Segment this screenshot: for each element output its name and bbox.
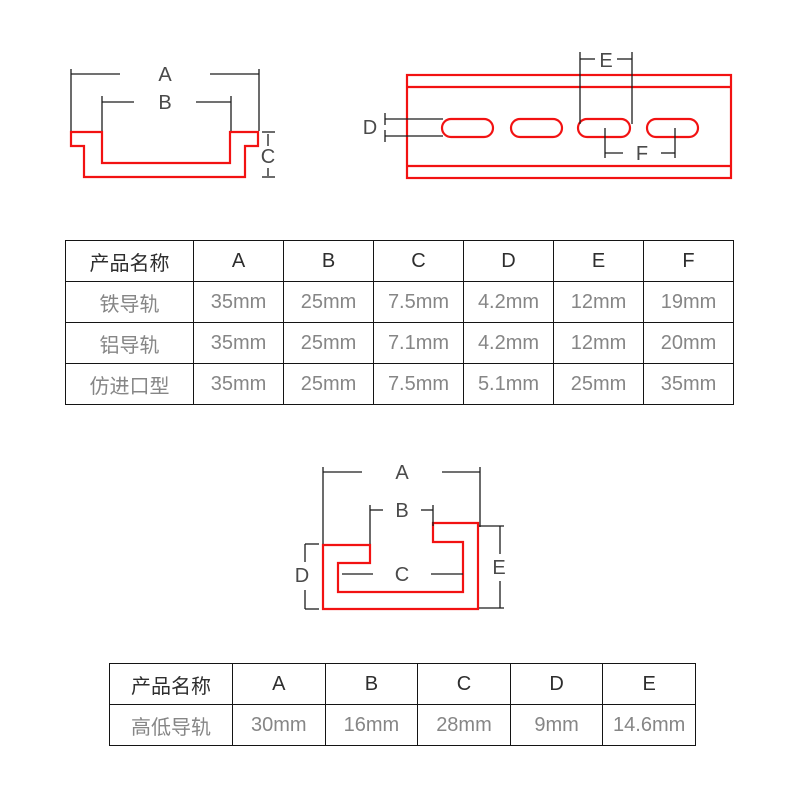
- dimension-a: [322, 467, 481, 544]
- dimension-a: [70, 69, 260, 131]
- dimension-f-label: F: [636, 143, 648, 165]
- high-low-spec-table: 产品名称 A B C D E 高低导轨 30mm 16mm 28mm 9mm 1…: [109, 663, 696, 746]
- dimension-b-label: B: [158, 92, 171, 114]
- header-c: C: [417, 663, 511, 705]
- din-rail-cross-section-diagram: A B C: [69, 64, 275, 179]
- dimension-e-label: E: [492, 557, 505, 579]
- cell-value: 28mm: [417, 704, 511, 746]
- header-d: D: [463, 240, 554, 282]
- cell-value: 9mm: [509, 704, 604, 746]
- dimension-c: [262, 131, 275, 178]
- dimension-b-label: B: [395, 500, 408, 522]
- cell-value: 25mm: [553, 363, 644, 405]
- dimension-e: [579, 52, 633, 124]
- rail-profile-outline: [69, 130, 260, 179]
- header-b: B: [324, 663, 419, 705]
- header-product-name: 产品名称: [109, 663, 233, 705]
- cell-value: 25mm: [283, 281, 374, 323]
- table-row: 仿进口型 35mm 25mm 7.5mm 5.1mm 25mm 35mm: [65, 363, 734, 405]
- cell-value: 25mm: [283, 322, 374, 364]
- cell-product: 高低导轨: [109, 704, 233, 746]
- dimension-d: [384, 113, 443, 142]
- cell-value: 16mm: [324, 704, 419, 746]
- cell-product: 仿进口型: [65, 363, 194, 405]
- high-low-profile-outline: [321, 521, 480, 611]
- table-header-row: 产品名称 A B C D E F: [65, 240, 734, 282]
- cell-value: 7.5mm: [373, 281, 464, 323]
- cell-value: 20mm: [643, 322, 734, 364]
- header-a: A: [193, 240, 284, 282]
- high-low-rail-cross-section-diagram: A B C D E: [295, 462, 506, 611]
- cell-product: 铁导轨: [65, 281, 194, 323]
- header-b: B: [283, 240, 374, 282]
- rail-spec-table: 产品名称 A B C D E F 铁导轨 35mm 25mm 7.5mm 4.2…: [65, 240, 734, 405]
- dimension-f: [604, 128, 676, 158]
- header-e: E: [602, 663, 696, 705]
- cell-value: 12mm: [553, 322, 644, 364]
- cell-value: 35mm: [193, 322, 284, 364]
- table-header-row: 产品名称 A B C D E: [109, 663, 696, 705]
- cell-value: 7.1mm: [373, 322, 464, 364]
- dimension-e: [479, 525, 504, 609]
- header-a: A: [232, 663, 326, 705]
- cell-value: 4.2mm: [463, 322, 554, 364]
- dimension-b: [101, 96, 232, 131]
- dimension-d-label: D: [363, 117, 377, 139]
- cell-value: 14.6mm: [602, 704, 696, 746]
- header-f: F: [643, 240, 734, 282]
- header-c: C: [373, 240, 464, 282]
- header-product-name: 产品名称: [65, 240, 194, 282]
- cell-value: 35mm: [643, 363, 734, 405]
- dimension-e-label: E: [599, 50, 612, 72]
- cell-value: 35mm: [193, 363, 284, 405]
- rail-body-outline: [405, 73, 733, 180]
- dimension-d-label: D: [295, 565, 309, 587]
- dimension-b: [369, 505, 434, 544]
- dimension-c-label: C: [261, 146, 275, 168]
- cell-value: 12mm: [553, 281, 644, 323]
- table-row: 铁导轨 35mm 25mm 7.5mm 4.2mm 12mm 19mm: [65, 281, 734, 323]
- cell-value: 7.5mm: [373, 363, 464, 405]
- header-e: E: [553, 240, 644, 282]
- mounting-slots: [440, 117, 700, 139]
- table-row: 铝导轨 35mm 25mm 7.1mm 4.2mm 12mm 20mm: [65, 322, 734, 364]
- table-row: 高低导轨 30mm 16mm 28mm 9mm 14.6mm: [109, 704, 696, 746]
- cell-value: 35mm: [193, 281, 284, 323]
- dimension-a-label: A: [158, 64, 172, 86]
- dimension-a-label: A: [395, 462, 409, 484]
- cell-value: 30mm: [232, 704, 326, 746]
- dimension-d: [304, 543, 319, 610]
- cell-value: 4.2mm: [463, 281, 554, 323]
- cell-value: 19mm: [643, 281, 734, 323]
- din-rail-top-view-diagram: D E F: [363, 50, 733, 180]
- cell-value: 5.1mm: [463, 363, 554, 405]
- cell-value: 25mm: [283, 363, 374, 405]
- dimension-c-label: C: [395, 564, 409, 586]
- cell-product: 铝导轨: [65, 322, 194, 364]
- header-d: D: [509, 663, 604, 705]
